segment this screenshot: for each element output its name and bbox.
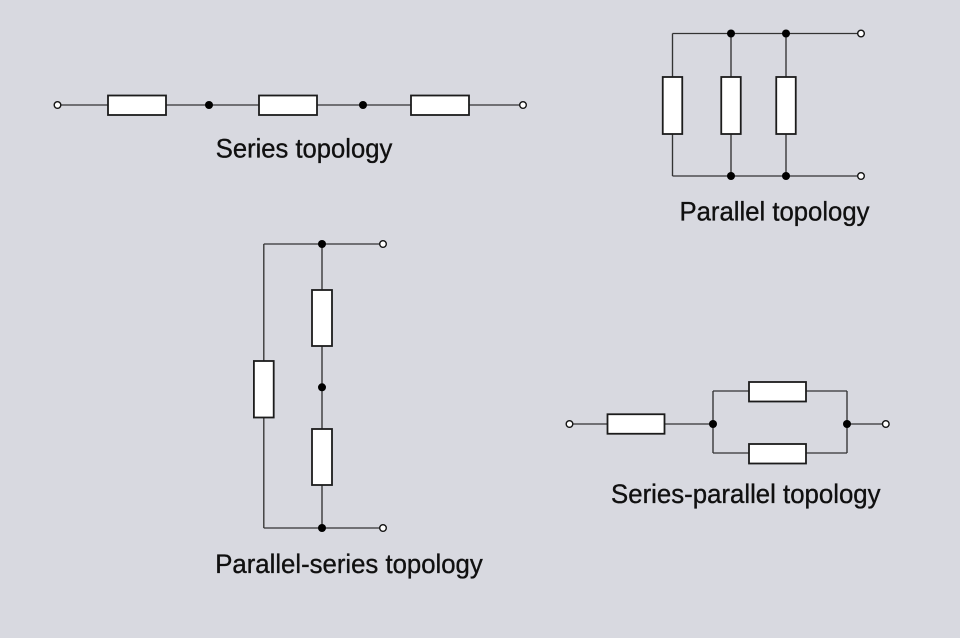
svg-text:Series-parallel topology: Series-parallel topology [611,479,881,509]
svg-text:Series topology: Series topology [216,134,393,164]
svg-text:Parallel-series topology: Parallel-series topology [215,549,483,579]
svg-text:Parallel topology: Parallel topology [680,197,871,227]
